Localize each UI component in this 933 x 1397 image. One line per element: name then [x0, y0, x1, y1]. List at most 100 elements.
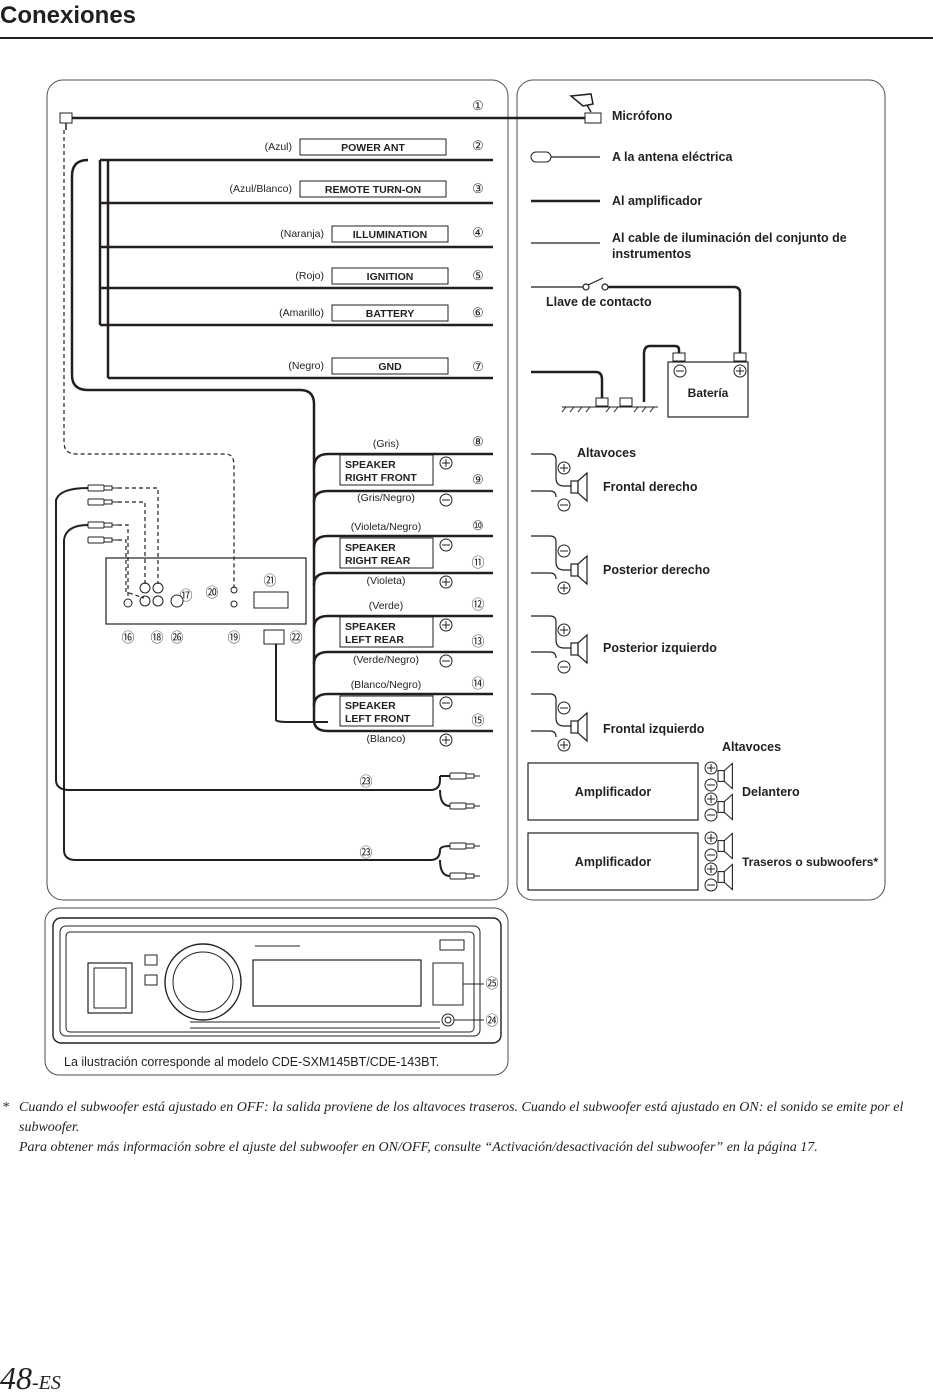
speaker-name-1: Posterior derecho [603, 563, 710, 577]
battery-icon [667, 352, 749, 418]
speaker-wires [312, 452, 493, 733]
speakers-heading: Altavoces [577, 446, 636, 460]
spk-rf-top: (Gris) [373, 438, 399, 450]
callout-19: ⑲ [227, 630, 240, 645]
device-panel [44, 907, 509, 1076]
callout-15: ⑮ [471, 713, 484, 728]
page-number-value: 48 [0, 1360, 32, 1396]
ignition-key-label: Llave de contacto [546, 295, 652, 309]
wire-color-rojo: (Rojo) [295, 270, 324, 282]
speaker-posterior-izquierdo [531, 615, 588, 674]
footnote-line-1: Cuando el subwoofer está ajustado en OFF… [19, 1100, 904, 1135]
spk-rr-line1: SPEAKER [345, 542, 396, 554]
wire-color-naranja: (Naranja) [280, 228, 324, 240]
wire-color-negro: (Negro) [288, 360, 324, 372]
vehicle-panel [516, 79, 886, 901]
wire-color-amarillo: (Amarillo) [279, 307, 324, 319]
wire-terminal-battery: BATTERY [366, 308, 414, 320]
footnote-line-2: Para obtener más información sobre el aj… [19, 1140, 818, 1155]
callout-22: ㉒ [289, 630, 302, 645]
illumination-label-2: instrumentos [612, 247, 691, 261]
spk-rr-bottom: (Violeta) [367, 575, 406, 587]
rca-plugs-left [87, 484, 119, 544]
callout-14: ⑭ [471, 676, 484, 691]
ground-icons [561, 397, 658, 413]
wire-terminal-ignition: IGNITION [367, 271, 414, 283]
spk-lr-line2: LEFT REAR [345, 634, 404, 646]
speaker-name-3: Frontal izquierdo [603, 722, 705, 736]
spk-rr-top: (Violeta/Negro) [351, 521, 421, 533]
amp-front-speakers-label: Delantero [742, 785, 800, 799]
page-number-suffix: -ES [32, 1372, 61, 1394]
callout-3: ③ [472, 181, 484, 196]
footnote: * Cuando el subwoofer está ajustado en O… [0, 1098, 933, 1158]
speaker-posterior-derecho [531, 535, 588, 595]
callout-1: ① [472, 98, 484, 113]
terminal-boxes [299, 138, 449, 375]
callout-10: ⑩ [472, 518, 484, 533]
page-number: 48-ES [0, 1360, 61, 1397]
speaker-frontal-izquierdo [531, 693, 588, 752]
battery-label: Batería [688, 386, 729, 400]
callout-8: ⑧ [472, 434, 484, 449]
callout-2: ② [472, 138, 484, 153]
spk-rf-line2: RIGHT FRONT [345, 472, 417, 484]
rca-plugs-right [449, 772, 481, 880]
spk-rr-line2: RIGHT REAR [345, 555, 411, 567]
power-wires [98, 158, 493, 380]
spk-lf-bottom: (Blanco) [366, 733, 405, 745]
callout-25: ㉕ [485, 976, 498, 991]
title-rule [0, 37, 933, 39]
callout-9: ⑨ [472, 472, 484, 487]
harness-panel [46, 79, 509, 901]
spk-rf-bottom: (Gris/Negro) [357, 492, 415, 504]
spk-lf-line2: LEFT FRONT [345, 713, 411, 725]
wire-terminal-gnd: GND [378, 361, 402, 373]
footnote-marker: * [2, 1100, 9, 1115]
callout-6: ⑥ [472, 305, 484, 320]
head-unit-front-illustration [52, 917, 502, 1044]
page-title: Conexiones [0, 2, 137, 29]
device-caption: La ilustración corresponde al modelo CDE… [64, 1055, 439, 1069]
callout-24: ㉔ [485, 1013, 498, 1028]
callout-12: ⑫ [471, 597, 484, 612]
spk-lr-top: (Verde) [369, 600, 403, 612]
speaker-name-2: Posterior izquierdo [603, 641, 717, 655]
speaker-terminal-boxes [339, 454, 434, 727]
spk-lf-top: (Blanco/Negro) [351, 679, 422, 691]
callout-11: ⑪ [471, 555, 484, 570]
callout-4: ④ [472, 225, 484, 240]
ground-wires [531, 344, 681, 402]
amplifier-rear [527, 831, 733, 892]
spk-rf-line1: SPEAKER [345, 459, 396, 471]
wire-color-azul-blanco: (Azul/Blanco) [230, 183, 292, 195]
callout-23a: ㉓ [359, 774, 372, 789]
ignition-switch-icon [531, 277, 742, 355]
callout-13: ⑬ [471, 634, 484, 649]
amp-speakers-heading: Altavoces [722, 740, 781, 754]
spk-lr-bottom: (Verde/Negro) [353, 654, 419, 666]
amplifier-rear-label: Amplificador [575, 855, 652, 869]
amplifier-front [527, 761, 733, 822]
callout-23b: ㉓ [359, 845, 372, 860]
illumination-label-1: Al cable de iluminación del conjunto de [612, 231, 847, 245]
callout-18: ⑱ [150, 630, 163, 645]
head-unit-rear [105, 557, 307, 625]
callout-21: ㉑ [263, 573, 276, 588]
amplifier-line-label: Al amplificador [612, 194, 702, 208]
wire-color-azul: (Azul) [265, 141, 292, 153]
wire-terminal-illumination: ILLUMINATION [353, 229, 427, 241]
wiring-diagram: Micrófono POWER ANT REMOTE TURN-ON ILLUM… [44, 79, 886, 1076]
callout-26: ㉖ [170, 630, 183, 645]
wire-terminal-power-ant: POWER ANT [341, 142, 405, 154]
callout-5: ⑤ [472, 268, 484, 283]
callout-20: ⑳ [205, 585, 218, 600]
microphone-label: Micrófono [612, 109, 673, 123]
speaker-name-0: Frontal derecho [603, 480, 698, 494]
speaker-frontal-derecho [531, 453, 588, 512]
spk-lf-line1: SPEAKER [345, 700, 396, 712]
amp-rear-speakers-label: Traseros o subwoofers* [742, 855, 878, 869]
microphone-icon [569, 93, 594, 113]
power-antenna-label: A la antena eléctrica [612, 150, 733, 164]
wire-terminal-remote: REMOTE TURN-ON [325, 184, 421, 196]
